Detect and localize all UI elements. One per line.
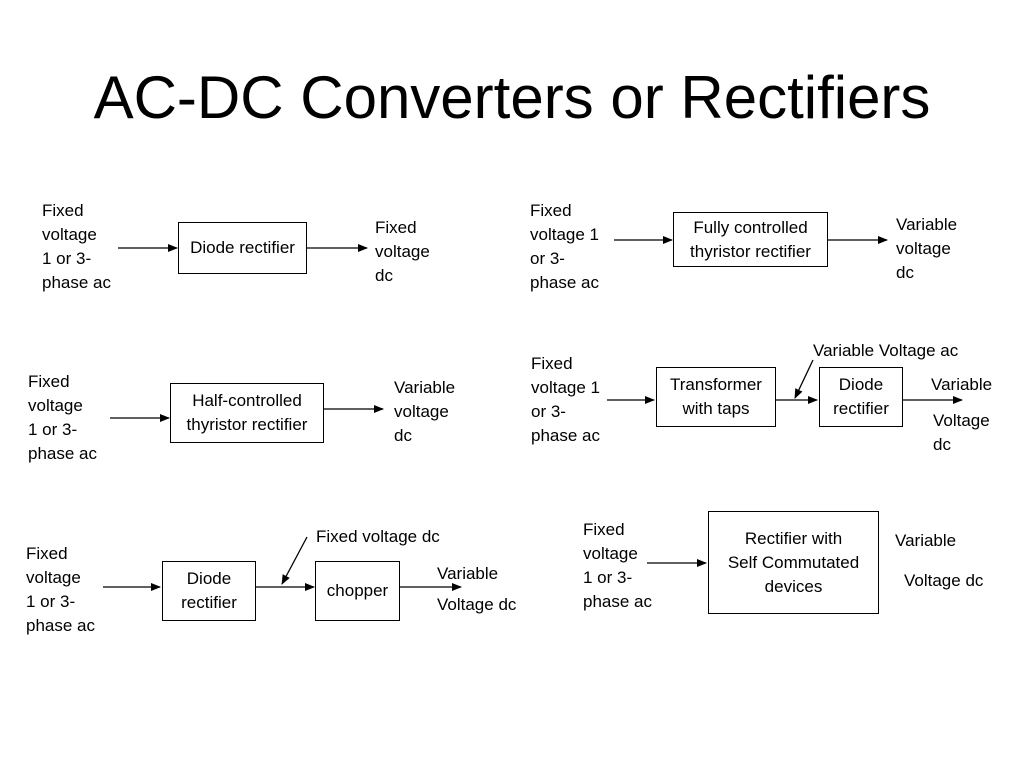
d4-transformer-block: Transformer with taps — [656, 367, 776, 427]
d1-output-label: Fixed voltage dc — [375, 218, 430, 285]
d2-output-label: Variable voltage dc — [896, 215, 958, 282]
d6-output-label-top: Variable — [895, 531, 957, 550]
d3-output-label: Variable voltage dc — [394, 378, 456, 445]
d4-input-label: Fixed voltage 1 or 3- phase ac — [531, 354, 600, 445]
d1-diode-rectifier-block: Diode rectifier — [178, 222, 307, 274]
d2-fully-controlled-rectifier-block: Fully controlled thyristor rectifier — [673, 212, 828, 267]
d4-annotation-pointer — [794, 359, 814, 399]
d6-input-label: Fixed voltage 1 or 3- phase ac — [583, 520, 652, 611]
d6-output-label-bottom: Voltage dc — [904, 571, 984, 590]
d5-output-label-bottom: Voltage dc — [437, 595, 517, 614]
d4-output-label-top: Variable — [931, 375, 993, 394]
d4-diode-rectifier-block: Diode rectifier — [819, 367, 903, 427]
d5-output-label-top: Variable — [437, 564, 499, 583]
d5-annotation-pointer — [281, 536, 308, 585]
d5-chopper-block: chopper — [315, 561, 400, 621]
d2-input-label: Fixed voltage 1 or 3- phase ac — [530, 201, 599, 292]
d5-intermediate-label: Fixed voltage dc — [316, 527, 440, 546]
d5-input-label: Fixed voltage 1 or 3- phase ac — [26, 544, 95, 635]
d3-input-label: Fixed voltage 1 or 3- phase ac — [28, 372, 97, 463]
d6-self-commutated-rectifier-block: Rectifier with Self Commutated devices — [708, 511, 879, 614]
d4-intermediate-label: Variable Voltage ac — [813, 341, 959, 360]
d5-diode-rectifier-block: Diode rectifier — [162, 561, 256, 621]
page-title: AC-DC Converters or Rectifiers — [93, 64, 931, 131]
d1-input-label: Fixed voltage 1 or 3- phase ac — [42, 201, 111, 292]
d4-output-label-bottom: Voltage dc — [933, 411, 990, 454]
d3-half-controlled-rectifier-block: Half-controlled thyristor rectifier — [170, 383, 324, 443]
